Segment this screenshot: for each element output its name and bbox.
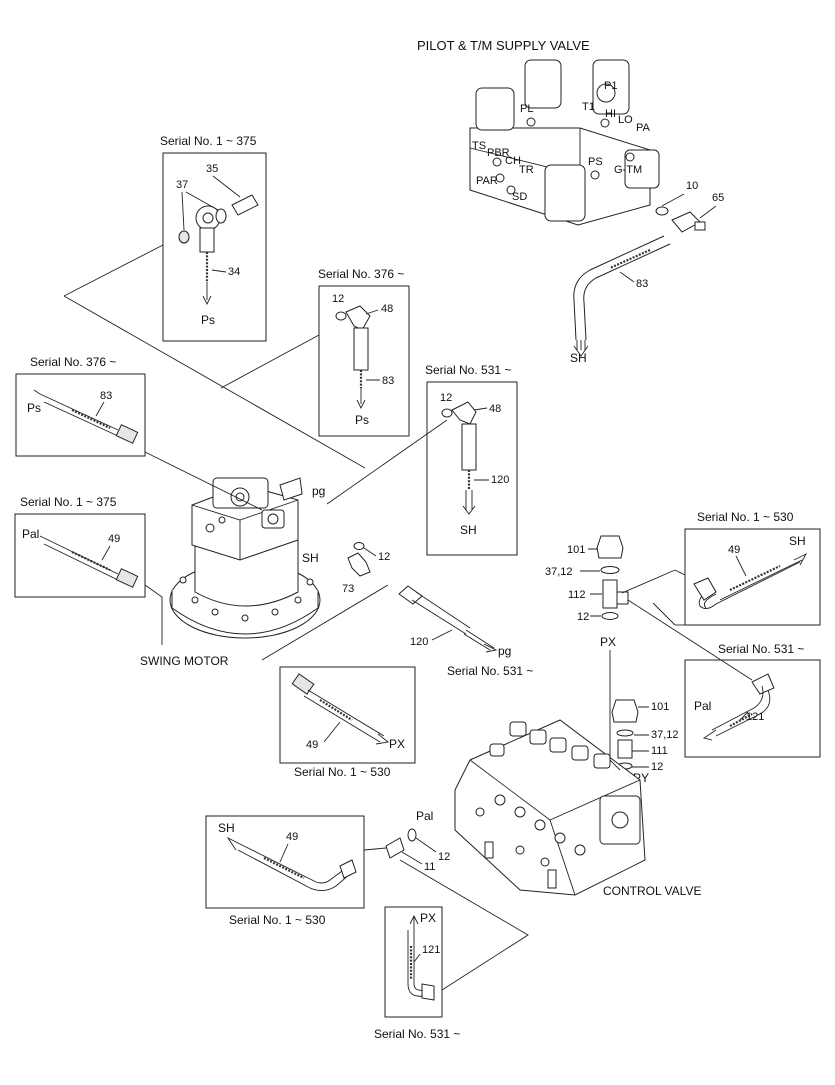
serial-label: Serial No. 1 ~ 530	[229, 913, 326, 927]
pilot-valve-title: PILOT & T/M SUPPLY VALVE	[417, 38, 590, 53]
part-65: 65	[712, 192, 724, 204]
part-83-valve: 83	[636, 278, 648, 290]
port-g-tm: G-TM	[614, 164, 642, 176]
detail-box-s531-pal: Serial No. 531 ~ Pal 121	[684, 642, 821, 758]
port-ps-2: Ps	[355, 413, 369, 427]
serial-label: Serial No. 1 ~ 530	[294, 765, 391, 779]
port-ps: PS	[588, 156, 603, 168]
detail-box-s1-530-sh: Serial No. 1 ~ 530 49 SH	[684, 510, 821, 626]
part-120-pg: 120	[410, 636, 428, 648]
port-pa: PA	[636, 122, 651, 134]
port-sh-box: SH	[789, 534, 806, 548]
port-pal-left: Pal	[22, 527, 39, 541]
serial-label: Serial No. 531 ~	[718, 642, 804, 656]
hose-120-pg: 120 pg Serial No. 531 ~	[398, 585, 533, 678]
part-11: 11	[424, 861, 435, 873]
fitting-11: 12 11	[385, 828, 450, 873]
fitting-stack-upper: 101 37,12 112 12 PX	[545, 535, 629, 649]
port-pl: PL	[520, 103, 533, 115]
port-px-fitting: PX	[600, 635, 616, 649]
detail-box-s1-530-lower: SH 49 Serial No. 1 ~ 530	[205, 815, 365, 927]
port-ts: TS	[472, 140, 486, 152]
port-ps-1: Ps	[201, 313, 215, 327]
port-pal-box: Pal	[694, 699, 711, 713]
part-112: 112	[568, 589, 586, 601]
part-120: 120	[491, 474, 509, 486]
part-3712: 37,12	[545, 566, 573, 578]
serial-label: Serial No. 1 ~ 530	[697, 510, 794, 524]
serial-label: Serial No. 531 ~	[374, 1027, 460, 1041]
part-12: 12	[440, 392, 452, 404]
part-83: 83	[382, 375, 394, 387]
detail-box-s531-sh: Serial No. 531 ~ 12 48 120 SH	[425, 363, 518, 556]
part-101: 101	[651, 701, 669, 713]
port-pal-cv: Pal	[416, 809, 433, 823]
part-12: 12	[378, 551, 390, 563]
detail-box-s376-ps: Serial No. 376 ~ 12 48 83 Ps	[318, 267, 410, 437]
port-pbr: PBR	[487, 147, 510, 159]
control-valve: CONTROL VALVE Pal	[416, 719, 701, 898]
port-lo: LO	[618, 114, 633, 126]
serial-label: Serial No. 376 ~	[318, 267, 404, 281]
part-49-left: 49	[108, 533, 120, 545]
part-48: 48	[381, 303, 393, 315]
port-sh-motor: SH	[302, 551, 319, 565]
port-p1: P1	[604, 80, 617, 92]
port-sh-valve: SH	[570, 351, 587, 365]
port-ps-left: Ps	[27, 401, 41, 415]
port-sh-lower: SH	[218, 821, 235, 835]
detail-box-s376-left: Serial No. 376 ~ Ps 83	[15, 355, 146, 457]
port-t1: T1	[582, 101, 595, 113]
part-12: 12	[438, 851, 450, 863]
port-par: PAR	[476, 175, 498, 187]
detail-box-s531-px: PX 121 Serial No. 531 ~	[374, 906, 460, 1041]
pilot-supply-valve: PILOT & T/M SUPPLY VALVE P1 PL T1 HI LO …	[417, 38, 724, 365]
port-sd: SD	[512, 191, 527, 203]
part-73: 73	[342, 583, 354, 595]
detail-box-s1-375-pal: Serial No. 1 ~ 375 Pal 49	[14, 495, 146, 598]
serial-label: Serial No. 531 ~	[447, 664, 533, 678]
part-12: 12	[651, 761, 663, 773]
swing-motor-title: SWING MOTOR	[140, 654, 229, 668]
serial-label: Serial No. 376 ~	[30, 355, 116, 369]
part-12: 12	[332, 293, 344, 305]
part-34: 34	[228, 266, 240, 278]
serial-label: Serial No. 531 ~	[425, 363, 511, 377]
port-sh-531: SH	[460, 523, 477, 537]
part-37: 37	[176, 179, 188, 191]
leader-lines	[63, 244, 753, 991]
part-121: 121	[422, 944, 440, 956]
part-10: 10	[686, 180, 698, 192]
part-121: 121	[746, 711, 764, 723]
part-49-sh: 49	[728, 544, 740, 556]
port-tr: TR	[519, 164, 534, 176]
part-12: 12	[577, 611, 589, 623]
part-48: 48	[489, 403, 501, 415]
port-px-bottom: PX	[420, 911, 436, 925]
port-ch: CH	[505, 155, 521, 167]
tee-fitting-73: 12 73	[342, 542, 390, 595]
part-49-px: 49	[306, 739, 318, 751]
serial-label: Serial No. 1 ~ 375	[160, 134, 257, 148]
detail-box-s1-375-ps: Serial No. 1 ~ 375 35 37 34 Ps	[160, 134, 267, 342]
swing-motor: SWING MOTOR pg SH	[140, 477, 325, 668]
serial-label: Serial No. 1 ~ 375	[20, 495, 117, 509]
port-hi: HI	[605, 108, 616, 120]
part-101: 101	[567, 544, 585, 556]
part-35: 35	[206, 163, 218, 175]
part-83-left: 83	[100, 390, 112, 402]
fitting-stack-lower: 101 37,12 111 12 PY	[611, 699, 679, 785]
port-pg: pg	[498, 644, 511, 658]
detail-box-s1-530-px: 49 PX Serial No. 1 ~ 530	[279, 666, 416, 779]
control-valve-title: CONTROL VALVE	[603, 884, 701, 898]
port-pg-motor: pg	[312, 484, 325, 498]
part-3712: 37,12	[651, 729, 679, 741]
part-49-lower: 49	[286, 831, 298, 843]
part-111: 111	[651, 745, 668, 757]
port-px-box: PX	[389, 737, 405, 751]
